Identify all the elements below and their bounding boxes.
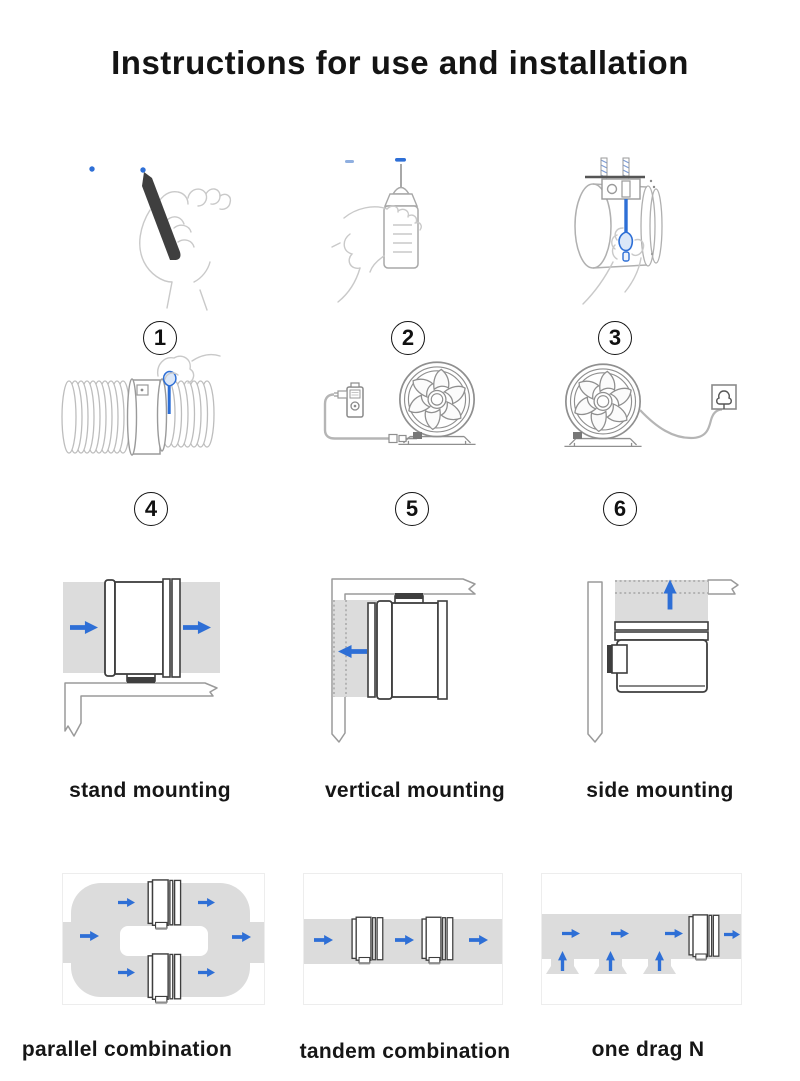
one-drag-n-box	[541, 873, 742, 1005]
side-mounting-diagram	[587, 579, 739, 743]
mounting-label-stand: stand mounting	[69, 779, 231, 802]
combination-label-one-drag-n: one drag N	[591, 1038, 705, 1061]
step-number-3-text: 3	[608, 325, 622, 350]
step-number-4-text: 4	[144, 496, 158, 521]
step-number-2-text: 2	[401, 325, 415, 350]
vertical-mounting-diagram	[331, 578, 476, 743]
glue-bottle-icon	[331, 158, 422, 303]
mounting-label-vertical: vertical mounting	[324, 779, 506, 802]
step-number-1: 1	[143, 321, 177, 355]
step-number-5: 5	[395, 492, 429, 526]
step-number-2: 2	[391, 321, 425, 355]
parallel-combination-diagram	[63, 879, 264, 1004]
flexible-duct-clamp-icon	[61, 353, 221, 456]
combination-label-tandem: tandem combination	[299, 1040, 511, 1063]
screwdriver-bracket-icon	[574, 157, 663, 305]
step-number-6-text: 6	[613, 496, 627, 521]
stand-mounting-diagram	[63, 578, 220, 737]
step-number-4: 4	[134, 492, 168, 526]
mounting-label-side: side mounting	[586, 779, 734, 802]
marking-pen-icon	[89, 166, 232, 311]
step-number-1-text: 1	[153, 325, 167, 350]
combination-label-parallel: parallel combination	[21, 1038, 233, 1061]
fan-power-socket-icon	[545, 358, 737, 490]
tandem-combination-diagram	[304, 916, 502, 965]
page-title: Instructions for use and installation	[111, 44, 689, 81]
step-number-3: 3	[598, 321, 632, 355]
fan-speed-controller-icon	[323, 358, 535, 490]
step-number-6: 6	[603, 492, 637, 526]
tandem-combination-box	[303, 873, 503, 1005]
one-drag-n-diagram	[542, 914, 741, 974]
step-number-5-text: 5	[405, 496, 419, 521]
parallel-combination-box	[62, 873, 265, 1005]
